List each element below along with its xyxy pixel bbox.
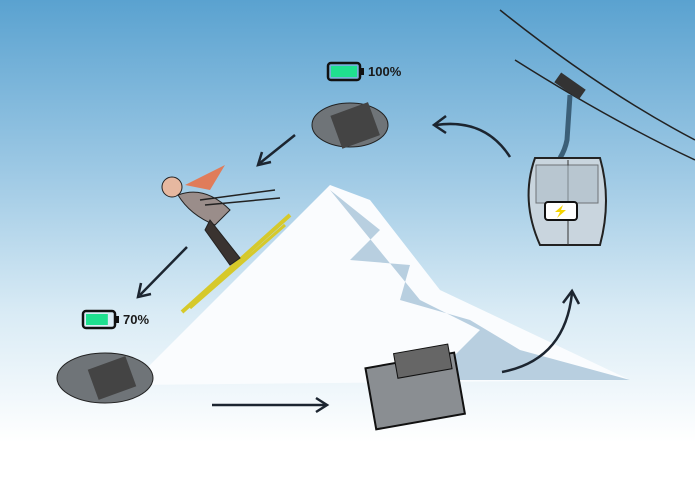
battery-label-top: 100% — [368, 64, 402, 79]
cycle-arrows — [136, 115, 581, 414]
lightning-bolt-icon — [555, 205, 566, 218]
mountain-shadow — [330, 190, 630, 380]
arrow-case-to-gondola — [501, 292, 574, 374]
battery-label-left: 70% — [123, 312, 150, 327]
arrow-gondola-to-drone — [435, 122, 512, 158]
arrow-drone-to-skier — [259, 134, 296, 164]
gondola — [527, 72, 607, 246]
skier — [161, 165, 292, 314]
charging-case — [364, 343, 467, 431]
drone-top — [311, 102, 389, 149]
drone-bottom — [56, 352, 154, 404]
arrow-skier-to-drone — [139, 246, 188, 296]
cable — [514, 59, 695, 161]
mountain — [130, 185, 630, 385]
battery-icon-full — [326, 61, 364, 82]
cable — [499, 9, 695, 141]
battery-icon-70 — [81, 309, 119, 330]
